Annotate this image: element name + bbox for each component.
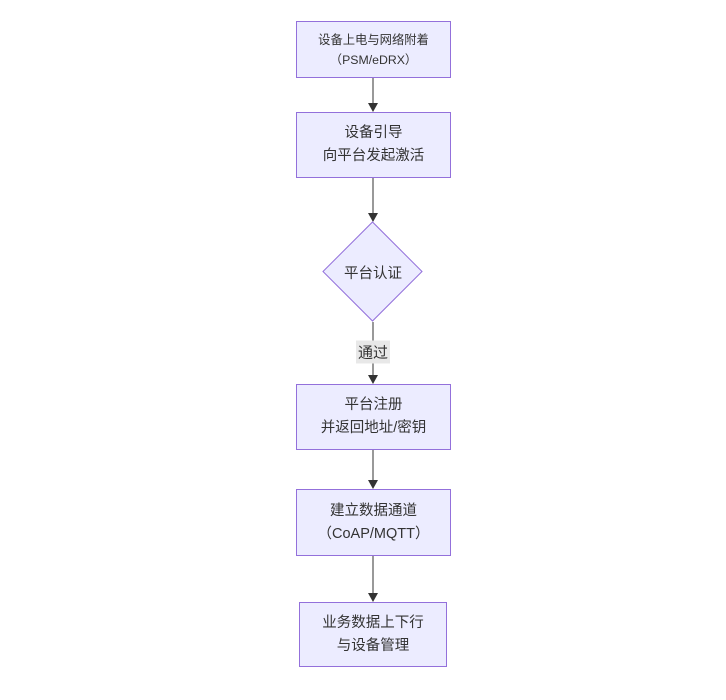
node-label-line: （CoAP/MQTT）: [317, 525, 430, 542]
node-label-line: 业务数据上下行: [322, 614, 424, 631]
node-label-line: 平台认证: [344, 265, 402, 282]
node-label-line: （PSM/eDRX）: [329, 52, 418, 67]
node-label-line: 并返回地址/密钥: [320, 420, 427, 436]
flow-node-power-attach: 设备上电与网络附着 （PSM/eDRX）: [296, 21, 451, 78]
arrow-line: [372, 556, 373, 594]
node-label-line: 设备引导: [344, 125, 403, 141]
arrow-down-icon: [367, 480, 378, 489]
arrow-channel-to-business: [367, 556, 378, 602]
arrow-down-icon: [367, 213, 378, 222]
node-label-line: 建立数据通道: [330, 502, 417, 519]
node-label-line: 平台注册: [344, 397, 403, 413]
node-label-line: 设备上电与网络附着: [318, 32, 429, 47]
arrow-register-to-channel: [367, 450, 378, 489]
flow-node-bootstrap: 设备引导 向平台发起激活: [296, 112, 451, 178]
arrow-down-icon: [367, 103, 378, 112]
flow-node-business-data: 业务数据上下行 与设备管理: [299, 602, 447, 667]
node-label-line: 向平台发起激活: [322, 148, 425, 164]
arrow-line: [372, 78, 373, 104]
arrow-line: [372, 178, 373, 214]
edge-label-pass: 通过: [355, 340, 391, 364]
flow-node-platform-register: 平台注册 并返回地址/密钥: [296, 384, 451, 450]
arrow-power-to-bootstrap: [367, 78, 378, 112]
arrow-line: [372, 450, 373, 481]
flow-node-data-channel: 建立数据通道 （CoAP/MQTT）: [296, 489, 451, 556]
arrow-down-icon: [367, 375, 378, 384]
arrow-bootstrap-to-auth: [367, 178, 378, 222]
node-label-line: 与设备管理: [336, 637, 410, 654]
arrow-down-icon: [367, 593, 378, 602]
flow-node-platform-auth: 平台认证: [322, 221, 424, 322]
